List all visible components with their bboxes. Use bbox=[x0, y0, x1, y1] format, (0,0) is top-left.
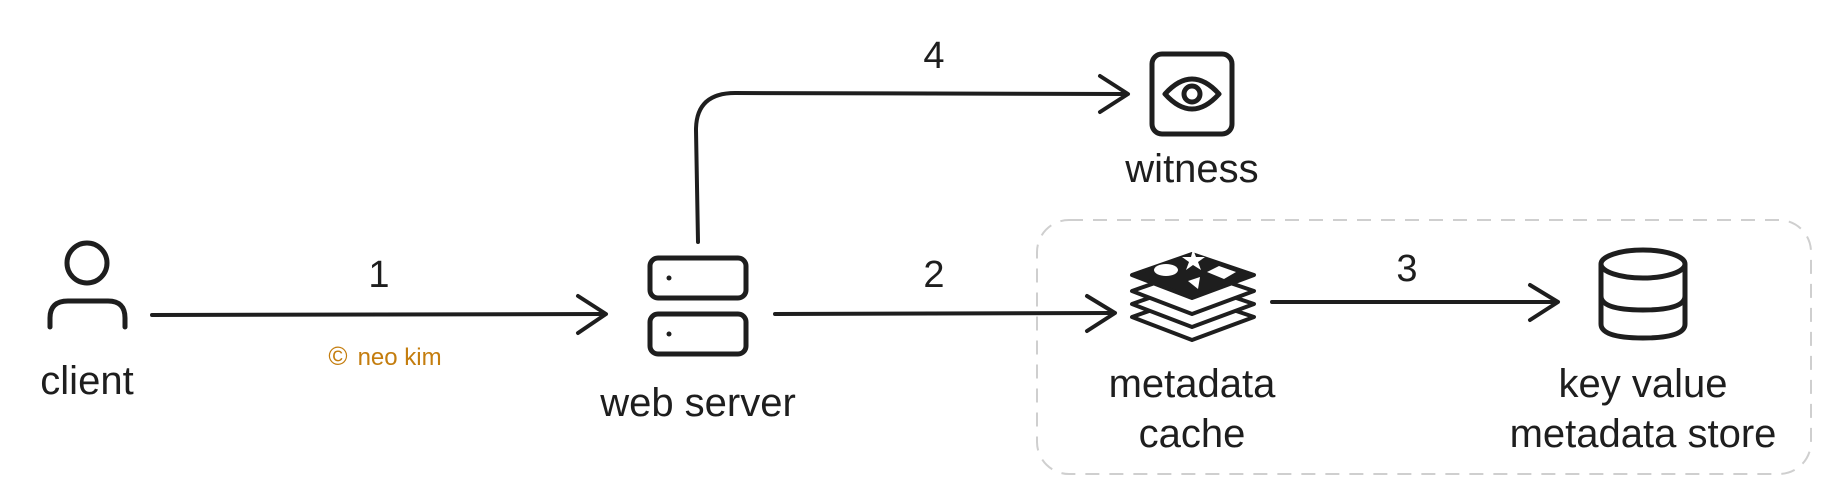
witness-label: witness bbox=[1125, 147, 1259, 191]
step-3-label: 3 bbox=[1396, 248, 1418, 290]
step-1-label: 1 bbox=[368, 254, 390, 296]
credit-text: © neo kim bbox=[300, 340, 470, 373]
client-label: client bbox=[40, 359, 134, 403]
metadata-cache-label: metadata cache bbox=[1062, 359, 1322, 459]
server-icon bbox=[647, 255, 749, 357]
metadata-cache-label-line-2: cache bbox=[1138, 412, 1246, 456]
arrow-web-server-to-cache bbox=[773, 294, 1117, 333]
kv-store-label-line-2: metadata store bbox=[1509, 412, 1777, 456]
arrow-web-server-to-witness bbox=[694, 74, 1130, 244]
eye-icon bbox=[1149, 51, 1235, 137]
user-icon bbox=[47, 240, 128, 330]
redis-stack-icon bbox=[1130, 249, 1256, 342]
step-4-label: 4 bbox=[923, 35, 945, 77]
step-2-label: 2 bbox=[923, 254, 945, 296]
kv-store-label-line-1: key value bbox=[1558, 362, 1728, 406]
metadata-cache-label-line-1: metadata bbox=[1108, 362, 1276, 406]
kv-store-label: key value metadata store bbox=[1493, 359, 1793, 459]
web-server-label: web server bbox=[600, 381, 796, 425]
arrow-cache-to-store bbox=[1270, 283, 1560, 322]
database-icon bbox=[1598, 247, 1688, 341]
cache-store-group-box bbox=[1036, 219, 1812, 475]
copyright-icon: © bbox=[328, 341, 348, 371]
arrow-client-to-web-server bbox=[150, 294, 608, 335]
credit-name: neo kim bbox=[357, 344, 442, 371]
